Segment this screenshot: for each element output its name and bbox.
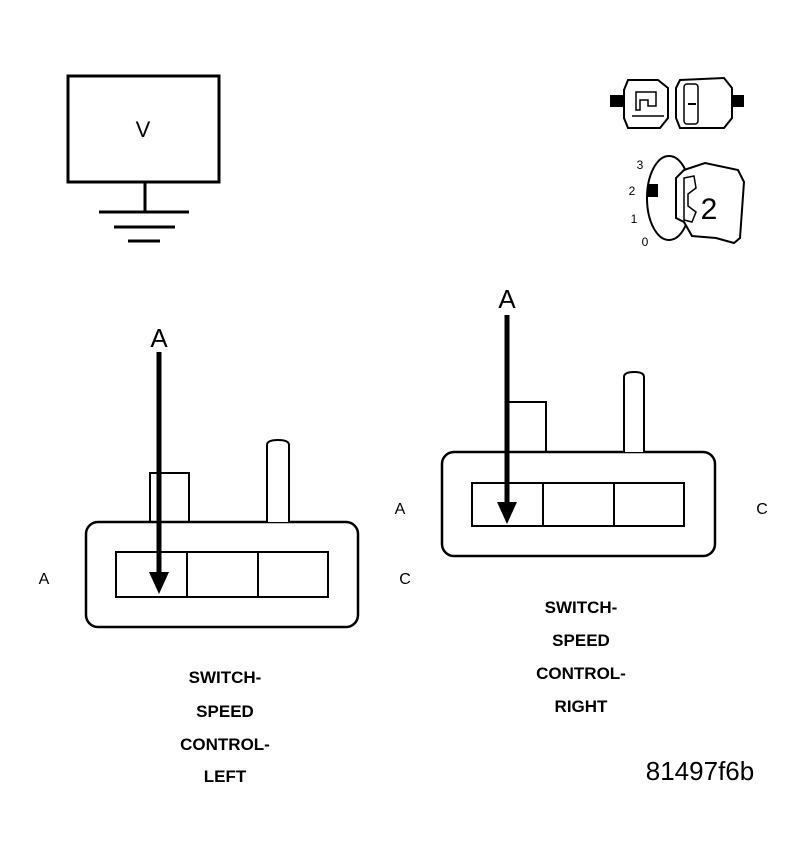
ignition-key-number: 2 [701,193,718,226]
right-probe-arrow [497,315,517,524]
left-title-line-4: LEFT [204,767,247,786]
ignition-position-0: 0 [642,235,649,249]
ignition-position-3: 3 [637,158,644,172]
left-pin-c-label: C [399,571,411,588]
right-pin-a-label: A [395,501,406,518]
voltmeter: V [66,74,221,243]
ignition-key-icon: 2 3 2 1 0 [629,155,746,249]
figure-id: 81497f6b [646,756,754,786]
left-pin-a-label: A [39,571,50,588]
left-title-line-1: SWITCH- [189,668,262,687]
left-title-line-3: CONTROL- [180,735,270,754]
left-connector-title: SWITCH- SPEED CONTROL- LEFT [180,668,270,786]
ignition-position-2: 2 [629,184,636,198]
connector-lock-icon [610,76,744,129]
ignition-position-1: 1 [631,212,638,226]
left-title-line-2: SPEED [196,702,254,721]
left-probe-arrow [149,352,169,594]
right-title-line-4: RIGHT [555,697,609,716]
left-probe-label: A [150,323,168,353]
right-title-line-3: CONTROL- [536,664,626,683]
right-pin-c-label: C [756,501,768,518]
voltmeter-label: V [136,117,151,142]
left-connector: A A C SWITCH- SPEED CONTROL- LEFT [39,323,411,786]
right-connector: A A C SWITCH- SPEED CONTROL- RIGHT [395,284,768,716]
right-title-line-1: SWITCH- [545,598,618,617]
right-title-line-2: SPEED [552,631,610,650]
right-probe-label: A [498,284,516,314]
ground-icon [99,182,189,243]
right-connector-title: SWITCH- SPEED CONTROL- RIGHT [536,598,626,716]
